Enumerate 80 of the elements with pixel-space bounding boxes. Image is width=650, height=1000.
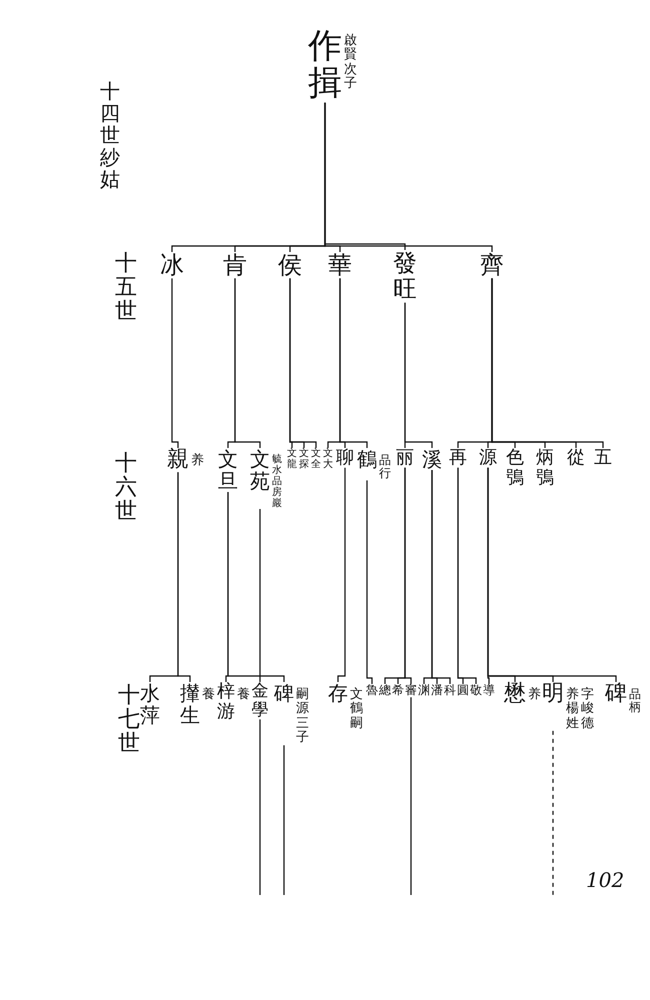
person-name: 文苑 xyxy=(250,448,270,492)
family-line xyxy=(410,697,412,895)
family-line xyxy=(404,302,433,448)
person-name: 鶴 xyxy=(357,448,377,470)
person-name: 華 xyxy=(328,252,352,278)
family-line xyxy=(431,470,451,684)
person-name: 色鴞 xyxy=(506,448,524,488)
family-line xyxy=(552,730,554,895)
generation-label: 十四世紗姑 xyxy=(100,80,120,190)
generation-label: 十五世 xyxy=(115,252,137,325)
annotation: 品柄 xyxy=(629,688,641,714)
person-name: 碑 xyxy=(274,682,294,704)
family-line xyxy=(259,509,285,682)
person-name: 文全 xyxy=(311,448,321,470)
person-name: 源 xyxy=(479,448,497,468)
annotation: 養 xyxy=(202,688,215,702)
family-line xyxy=(259,719,261,895)
person-name: 總 xyxy=(379,684,391,698)
family-line xyxy=(337,468,346,682)
annotation: 啟賢次子 xyxy=(344,34,357,92)
person-name: 存 xyxy=(328,682,348,704)
person-name: 文旦 xyxy=(218,448,238,492)
family-line xyxy=(177,472,191,682)
family-line xyxy=(289,278,317,448)
person-name: 丽 xyxy=(396,448,414,468)
person-name: 從 xyxy=(567,448,585,468)
person-name: 文大 xyxy=(323,448,333,470)
page-number: 102 xyxy=(586,868,624,892)
annotation: 养 xyxy=(191,454,204,468)
person-name: 潘 xyxy=(431,684,443,698)
person-name: 審 xyxy=(405,684,417,698)
person-name: 科 xyxy=(444,684,456,698)
annotation: 品行 xyxy=(379,454,391,480)
person-name: 親 xyxy=(167,448,189,472)
person-name: 金學 xyxy=(252,682,268,720)
person-name: 發旺 xyxy=(393,250,417,303)
person-name: 肯 xyxy=(223,252,247,278)
family-line xyxy=(234,278,261,448)
person-name: 導 xyxy=(483,684,495,698)
person-name: 文龍 xyxy=(287,448,297,470)
person-name: 水萍 xyxy=(140,682,160,726)
person-name: 碑 xyxy=(605,682,627,706)
person-name: 明 xyxy=(542,682,564,706)
generation-label: 十七世 xyxy=(118,684,140,757)
family-line xyxy=(487,468,617,682)
person-name: 五 xyxy=(594,448,612,468)
person-name: 攆生 xyxy=(180,682,200,726)
family-line xyxy=(404,468,412,684)
person-name: 溪 xyxy=(422,448,442,470)
family-line xyxy=(491,278,604,448)
family-line xyxy=(457,468,477,684)
annotation: 养 xyxy=(528,688,541,702)
person-name: 懋 xyxy=(504,682,526,706)
person-name: 文探 xyxy=(299,448,309,470)
person-name: 作揖 xyxy=(308,28,342,103)
family-line xyxy=(171,278,179,448)
family-line xyxy=(227,492,261,682)
generation-label: 十六世 xyxy=(115,452,137,525)
annotation: 养楊姓 xyxy=(566,688,579,731)
person-name: 梓游 xyxy=(217,682,235,722)
annotation: 養 xyxy=(237,688,250,702)
person-name: 聊 xyxy=(336,448,354,468)
family-line xyxy=(324,102,493,252)
person-name: 魯 xyxy=(366,684,378,698)
person-name: 圓 xyxy=(457,684,469,698)
person-name: 再 xyxy=(449,448,467,468)
annotation: 文鶴嗣 xyxy=(350,688,363,731)
annotation: 毓水品房巖 xyxy=(272,454,282,509)
family-line xyxy=(366,480,373,684)
family-line xyxy=(339,278,368,448)
annotation: 字峻德 xyxy=(581,688,594,731)
person-name: 敬 xyxy=(470,684,482,698)
person-name: 炳鴞 xyxy=(536,448,554,488)
annotation: 嗣源三子 xyxy=(296,688,309,746)
family-line xyxy=(283,745,285,895)
person-name: 冰 xyxy=(160,252,184,278)
person-name: 齊 xyxy=(480,252,504,278)
person-name: 侯 xyxy=(278,252,302,278)
person-name: 渊 xyxy=(418,684,430,698)
person-name: 希 xyxy=(392,684,404,698)
